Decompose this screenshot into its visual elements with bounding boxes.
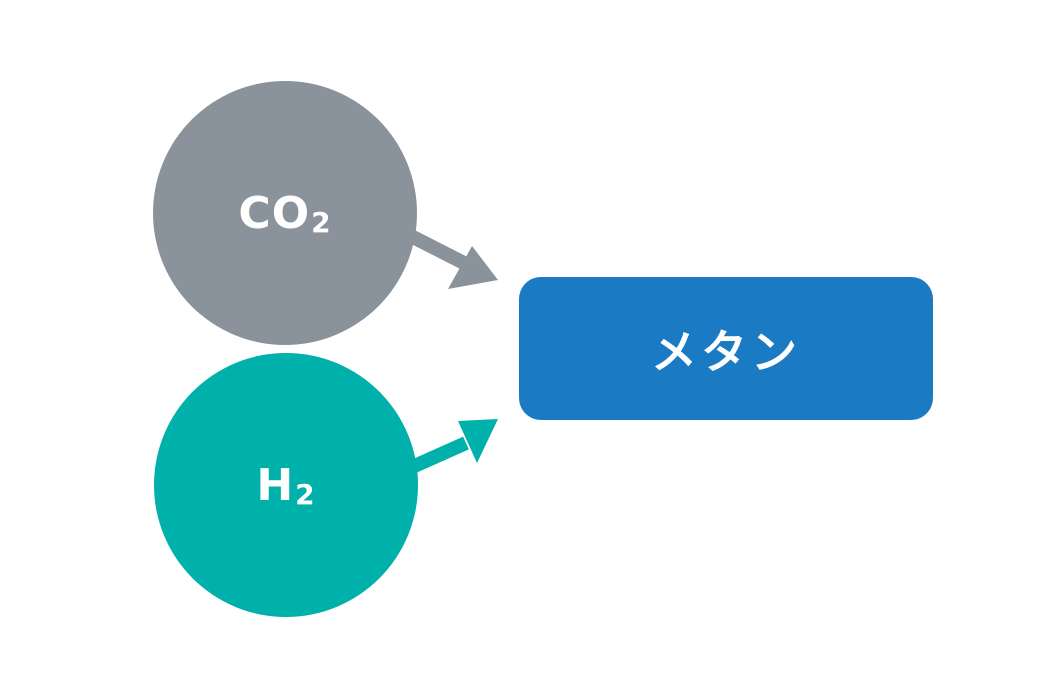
- co2-node: CO2: [153, 81, 417, 345]
- arrow-co2-to-methane: [401, 226, 498, 289]
- h2-label: H2: [256, 459, 316, 511]
- co2-label: CO2: [238, 187, 332, 239]
- h2-node: H2: [154, 353, 418, 617]
- methane-label: メタン: [651, 324, 801, 379]
- methane-node: メタン: [519, 277, 933, 420]
- arrow-h2-to-methane: [407, 419, 498, 475]
